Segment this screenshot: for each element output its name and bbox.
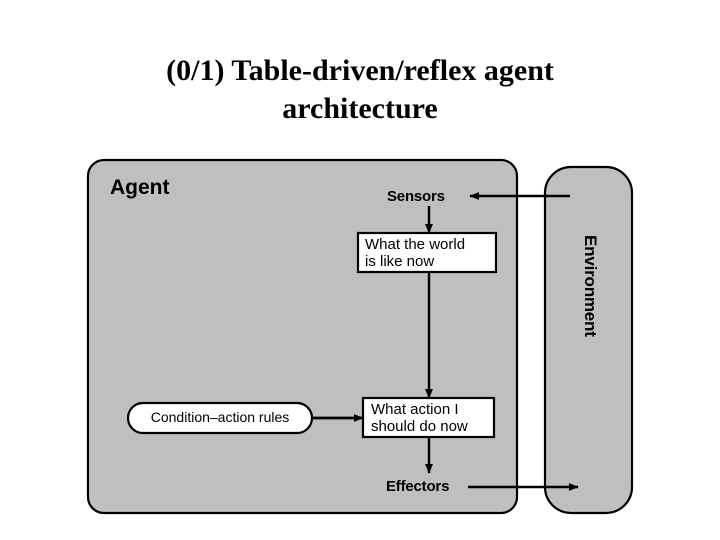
sensors-label: Sensors xyxy=(387,188,445,205)
environment-panel xyxy=(543,165,634,515)
agent-panel xyxy=(86,158,519,515)
effectors-label: Effectors xyxy=(386,478,450,495)
action-selection-box-text: What action I should do now xyxy=(371,401,468,435)
title-line-1: (0/1) Table-driven/reflex agent xyxy=(166,54,554,87)
agent-panel-label: Agent xyxy=(110,176,170,199)
world-state-line-2: is like now xyxy=(365,253,435,270)
action-line-1: What action I xyxy=(371,401,459,418)
world-state-box-text: What the world is like now xyxy=(365,236,465,270)
action-line-2: should do now xyxy=(371,418,468,435)
title-line-2: architecture xyxy=(282,92,438,125)
condition-action-rules-label: Condition–action rules xyxy=(150,409,290,425)
world-state-line-1: What the world xyxy=(365,236,466,253)
page-title: (0/1) Table-driven/reflex agent architec… xyxy=(0,52,720,128)
environment-panel-label: Environment xyxy=(581,235,600,337)
